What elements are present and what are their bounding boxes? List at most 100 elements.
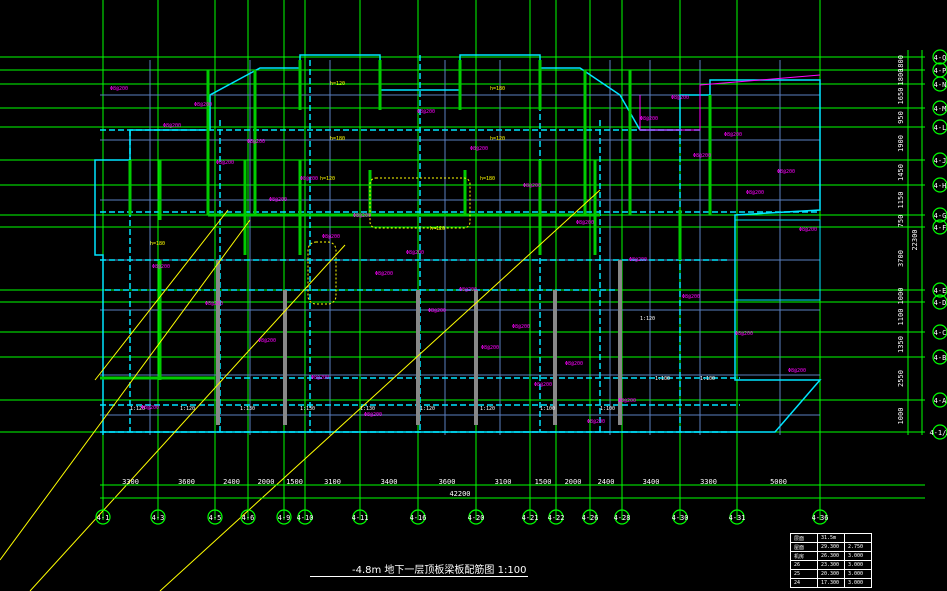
stair-dashed-outline — [369, 177, 471, 229]
dim-label: 5000 — [770, 478, 787, 486]
rebar-label: Φ8@200 — [481, 345, 499, 351]
room-label: 1:120 — [130, 406, 145, 412]
room-label: 1:120 — [480, 406, 495, 412]
axis-bubble — [276, 509, 292, 525]
rebar-label: Φ8@200 — [523, 183, 541, 189]
table-cell: 23.300 — [817, 560, 845, 570]
rebar-label: Φ8@200 — [671, 95, 689, 101]
axis-label: 4-G — [934, 212, 947, 220]
room-label: 1:120 — [640, 316, 655, 322]
slab-label: h=180 — [330, 136, 345, 142]
dim-label: 3300 — [700, 478, 717, 486]
axis-label: 4-3 — [152, 514, 165, 522]
axis-bubble — [932, 424, 947, 440]
room-label: 1:100 — [655, 376, 670, 382]
axis-label: 4-30 — [672, 514, 689, 522]
dim-label: 1650 — [897, 88, 905, 105]
rebar-label: Φ8@200 — [375, 271, 393, 277]
rebar-label: Φ8@200 — [735, 331, 753, 337]
axis-label: 4-Q — [934, 54, 947, 62]
axis-label: 4-28 — [614, 514, 631, 522]
axis-label: 4-C — [934, 329, 947, 337]
axis-label: 4-B — [934, 354, 947, 362]
reference-line — [159, 189, 601, 591]
rebar-label: Φ8@200 — [788, 368, 806, 374]
rebar-label: Φ8@200 — [576, 220, 594, 226]
rebar-label: Φ8@200 — [247, 139, 265, 145]
table-cell: 26 — [790, 560, 818, 570]
rebar-label: Φ8@200 — [640, 116, 658, 122]
dim-label: 750 — [897, 215, 905, 228]
rebar-label: Φ8@200 — [777, 169, 795, 175]
table-cell: 3.000 — [844, 569, 872, 579]
axis-label: 4-36 — [812, 514, 829, 522]
slab-label: h=180 — [480, 176, 495, 182]
axis-bubble — [932, 219, 947, 235]
slab-label: h=180 — [150, 241, 165, 247]
axis-bubble — [932, 119, 947, 135]
dim-label: 3400 — [381, 478, 398, 486]
drawing-title: -4.8m 地下一层顶板梁板配筋图 1:100 — [352, 565, 527, 576]
axis-label: 4-22 — [548, 514, 565, 522]
axis-bubble — [932, 177, 947, 193]
dim-label: 1450 — [897, 164, 905, 181]
dim-label: 3100 — [495, 478, 512, 486]
rebar-label: Φ8@200 — [618, 398, 636, 404]
rebar-label: Φ8@200 — [311, 375, 329, 381]
dim-label: 2400 — [598, 478, 615, 486]
dim-label: 2550 — [897, 370, 905, 387]
slab-label: h=120 — [320, 176, 335, 182]
axis-label: 4-5 — [209, 514, 222, 522]
reference-line — [29, 244, 346, 591]
rebar-label: Φ8@200 — [565, 361, 583, 367]
axis-bubble — [548, 509, 564, 525]
axis-label: 4-J — [934, 157, 947, 165]
axis-bubble — [932, 49, 947, 65]
rebar-label: Φ8@200 — [152, 264, 170, 270]
rebar-label: Φ8@200 — [406, 250, 424, 256]
axis-bubble — [352, 509, 368, 525]
axis-bubble — [672, 509, 688, 525]
rebar-label: Φ8@200 — [428, 308, 446, 314]
reference-line — [0, 219, 251, 561]
table-cell: 层面 — [790, 533, 818, 543]
axis-bubble — [240, 509, 256, 525]
axis-bubble — [932, 76, 947, 92]
table-cell: 3.000 — [844, 551, 872, 561]
rebar-label: Φ8@200 — [364, 412, 382, 418]
axis-bubble — [932, 152, 947, 168]
axis-label: 4-16 — [410, 514, 427, 522]
rebar-label: Φ8@200 — [216, 160, 234, 166]
table-cell: 31.5m — [817, 533, 845, 543]
axis-label: 4-N — [934, 81, 947, 89]
dim-label: 1900 — [897, 135, 905, 152]
dim-label: 1350 — [897, 336, 905, 353]
table-cell: 26.300 — [817, 551, 845, 561]
axis-bubble — [522, 509, 538, 525]
axis-bubble — [932, 349, 947, 365]
rebar-label: Φ8@200 — [110, 86, 128, 92]
axis-label: 4-6 — [242, 514, 255, 522]
axis-bubble — [932, 294, 947, 310]
axis-bubble — [468, 509, 484, 525]
axis-label: 4-H — [934, 182, 947, 190]
room-label: 1:130 — [300, 406, 315, 412]
slab-label: h=180 — [490, 86, 505, 92]
axis-bubble — [410, 509, 426, 525]
elevator-dashed-outline — [307, 241, 337, 305]
rebar-label: Φ8@200 — [587, 419, 605, 425]
rebar-label: Φ8@200 — [194, 102, 212, 108]
axis-bubble — [932, 282, 947, 298]
slab-label: h=120 — [330, 81, 345, 87]
axis-label: 4-11 — [352, 514, 369, 522]
room-label: 1:100 — [600, 406, 615, 412]
axis-bubble — [812, 509, 828, 525]
table-cell: 2.750 — [844, 542, 872, 552]
axis-bubble — [932, 324, 947, 340]
table-cell: 屋面 — [790, 542, 818, 552]
axis-bubble — [932, 207, 947, 223]
axis-label: 4-1/A — [929, 429, 947, 437]
